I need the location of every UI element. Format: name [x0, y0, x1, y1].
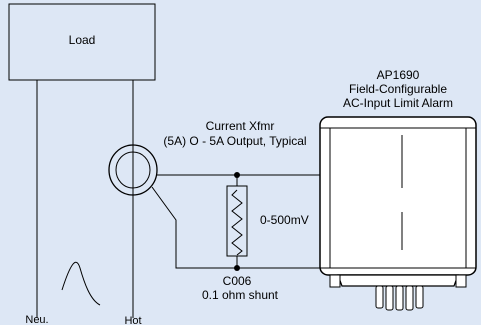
ct-output-bottom-wire: [151, 186, 322, 269]
device-pins: [375, 285, 424, 311]
device-desc-line2: AC-Input Limit Alarm: [343, 96, 453, 110]
load-box: Load: [8, 3, 156, 81]
shunt-junction-top: [234, 172, 240, 178]
current-transformer-icon: [108, 144, 158, 196]
hot-label: Hot: [124, 315, 141, 325]
transformer-title: Current Xfmr: [206, 119, 275, 133]
shunt-junction-bottom: [234, 265, 240, 271]
load-label: Load: [69, 33, 96, 47]
device-model-label: AP1690: [377, 68, 420, 82]
alarm-device: [319, 116, 477, 311]
signal-level-label: 0-500mV: [260, 213, 309, 227]
shunt-desc-label: 0.1 ohm shunt: [202, 288, 279, 302]
ac-source-icon: [61, 261, 101, 306]
neutral-label: Neu.: [25, 314, 48, 325]
shunt-part-label: C006: [223, 274, 252, 288]
shunt-resistor: [226, 172, 248, 271]
transformer-spec: (5A) O - 5A Output, Typical: [163, 134, 306, 148]
device-desc-line1: Field-Configurable: [349, 82, 447, 96]
